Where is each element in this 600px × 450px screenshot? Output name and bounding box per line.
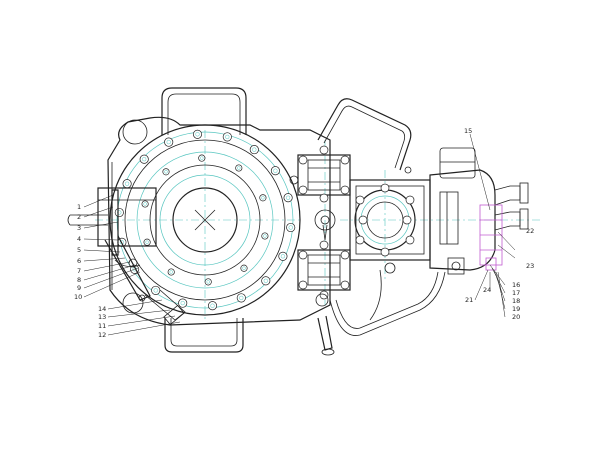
flange-bolt-hole — [178, 298, 188, 308]
flange-bolt-hole — [249, 145, 259, 155]
valve-detail — [479, 204, 503, 271]
flange-inner-hole-center — [237, 166, 241, 170]
flange-inner-hole — [261, 232, 269, 240]
left-bracket — [67, 187, 186, 326]
flange-bolt-hole-center — [263, 278, 268, 283]
flange-bolt-hole — [192, 129, 203, 139]
flange-bolt-hole — [270, 166, 280, 176]
flange-bolt-hole — [122, 179, 132, 189]
label-10: 10 — [74, 293, 82, 301]
flange-bolt-hole-center — [225, 134, 230, 140]
flange-inner-hole-center — [206, 280, 210, 284]
upper-coupling-block — [297, 145, 351, 203]
bottom-left-handle — [164, 318, 244, 353]
label-15: 15 — [464, 127, 472, 135]
flange-bolt-hole — [151, 285, 161, 295]
label-24: 24 — [483, 286, 491, 294]
label-16: 16 — [512, 281, 520, 289]
lower-hoses — [315, 269, 446, 356]
label-5: 5 — [77, 246, 81, 254]
small-screws — [289, 166, 412, 274]
label-8: 8 — [77, 276, 81, 284]
flange-bolt-hole-center — [166, 139, 171, 145]
label-2: 2 — [77, 213, 81, 221]
top-middle-handle — [317, 98, 412, 171]
flange-bolt-hole — [114, 207, 124, 218]
flange-inner-hole-center — [200, 156, 204, 160]
flange-bolt-hole-center — [288, 225, 293, 230]
label-14: 14 — [98, 305, 106, 313]
flange-bolt-hole — [261, 276, 271, 286]
flange-inner-hole — [240, 264, 248, 272]
flange-bolt-hole — [207, 301, 218, 311]
label-12: 12 — [98, 331, 106, 339]
flange-inner-hole — [141, 200, 149, 208]
flange-bolt-hole-center — [180, 300, 185, 306]
flange-bolt-hole-center — [252, 147, 257, 152]
label-17: 17 — [512, 289, 520, 297]
flange-inner-hole-center — [242, 266, 246, 270]
flange-bolt-hole-center — [142, 157, 147, 162]
flange-inner-hole — [204, 278, 212, 286]
flange-inner-hole-center — [261, 196, 265, 200]
hose-fittings — [494, 182, 529, 231]
label-13: 13 — [98, 313, 106, 321]
flange-inner-hole — [235, 164, 243, 172]
flange-inner-holes — [141, 154, 269, 286]
flange-bolt-hole-center — [210, 303, 215, 308]
lower-coupling-block — [297, 240, 351, 300]
flange-bolt-hole — [164, 137, 174, 147]
flange-inner-hole-center — [143, 202, 147, 206]
flange-bolt-hole-center — [195, 132, 200, 137]
label-19: 19 — [512, 305, 520, 313]
flange-bolt-hole-center — [153, 288, 158, 293]
flange-bolt-hole-center — [239, 295, 244, 301]
label-21: 21 — [465, 296, 473, 304]
flange-bolt-hole-center — [285, 195, 291, 200]
large-flange — [109, 124, 301, 316]
right-housing — [349, 147, 496, 275]
label-18: 18 — [512, 297, 520, 305]
flange-inner-hole — [162, 168, 170, 176]
flange-bolt-holes — [114, 129, 296, 311]
label-11: 11 — [98, 322, 106, 330]
flange-bolt-hole — [278, 251, 288, 261]
label-9: 9 — [77, 284, 81, 292]
flange-bolt-hole — [236, 293, 246, 303]
flange-inner-hole-center — [164, 170, 168, 174]
flange-bolt-hole — [283, 193, 293, 203]
label-22: 22 — [526, 227, 534, 235]
top-left-handle — [161, 87, 247, 135]
part-number-labels: 1 2 3 4 5 6 7 8 9 10 14 13 11 12 15 22 2… — [74, 127, 534, 339]
flange-bolt-hole — [222, 132, 232, 142]
label-1: 1 — [77, 203, 81, 211]
flange-inner-hole-center — [169, 270, 173, 274]
label-7: 7 — [77, 267, 81, 275]
flange-inner-hole-center — [263, 234, 267, 238]
label-23: 23 — [526, 262, 534, 270]
leader-lines — [83, 133, 516, 336]
flange-bolt-hole-center — [280, 254, 286, 259]
label-3: 3 — [77, 224, 81, 232]
center-pivot — [314, 209, 336, 241]
flange-inner-hole — [259, 194, 267, 202]
flange-bolt-hole — [139, 154, 149, 164]
flange-inner-hole — [143, 238, 151, 246]
flange-inner-hole — [167, 268, 175, 276]
flange-inner-hole — [198, 154, 206, 162]
flange-bolt-hole-center — [124, 181, 130, 186]
label-20: 20 — [512, 313, 520, 321]
label-4: 4 — [77, 235, 81, 243]
flange-inner-hole-center — [145, 240, 149, 244]
main-body — [107, 116, 331, 326]
label-6: 6 — [77, 257, 81, 265]
flange-bolt-hole-center — [273, 168, 278, 173]
flange-bolt-hole — [286, 222, 296, 233]
